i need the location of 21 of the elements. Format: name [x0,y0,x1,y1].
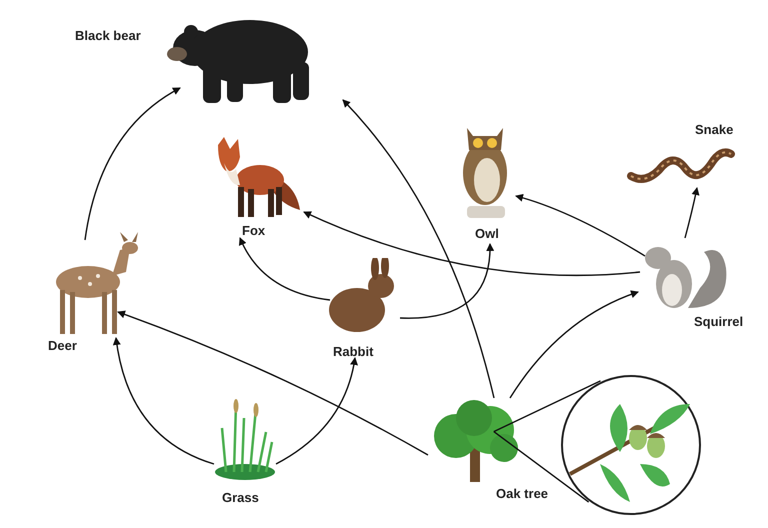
arrow [342,99,495,398]
arrow [303,211,640,276]
animal-label: Snake [695,121,734,139]
animal-label: Oak tree [496,485,548,503]
arrow [113,337,214,465]
callout-line [493,380,602,503]
arrow [509,290,639,398]
arrow [84,87,181,240]
animal-label: Grass [222,489,259,507]
arrow [276,357,358,465]
animal-label: Deer [48,337,77,355]
arrow [117,310,428,456]
animal-label: Black bear [75,27,141,45]
arrow [515,194,646,257]
animal-label: Rabbit [333,343,374,361]
animal-label: Owl [475,225,499,243]
animal-label: Fox [242,222,266,240]
arrow [239,237,330,301]
arrow [400,243,494,319]
arrow [684,187,700,238]
animal-label: Squirrel [694,313,744,331]
